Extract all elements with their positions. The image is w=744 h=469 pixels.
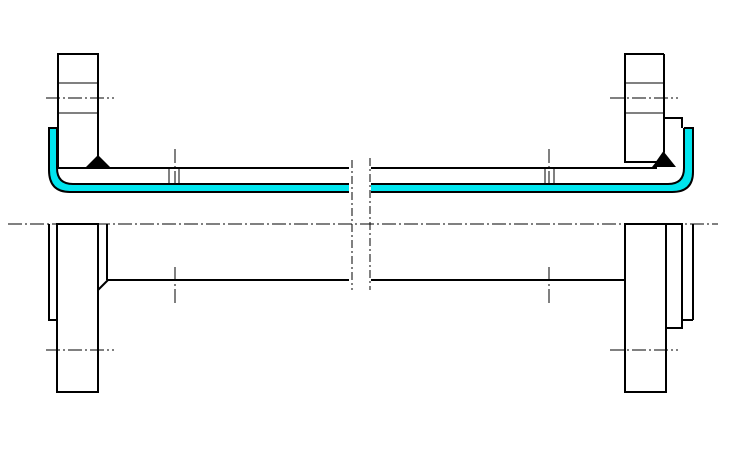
pipe-body	[58, 167, 657, 281]
right-flange	[624, 53, 694, 393]
pipe-lining	[49, 128, 693, 192]
lining-right	[371, 128, 693, 192]
left-flange-upper	[57, 53, 99, 169]
right-flange-lower	[624, 223, 667, 393]
weld-left	[86, 155, 110, 167]
left-liner-outline	[48, 127, 349, 321]
right-liner-outline	[371, 127, 694, 193]
lining-left	[49, 128, 349, 192]
welds	[86, 152, 676, 167]
left-flange	[56, 53, 109, 393]
left-flange-lower	[56, 223, 99, 393]
centerlines	[8, 97, 718, 351]
weld-right	[652, 152, 676, 167]
right-collar-bottom	[666, 223, 683, 329]
vent-holes	[168, 168, 555, 184]
right-flange-upper	[624, 53, 665, 163]
right-collar-top	[664, 117, 683, 128]
